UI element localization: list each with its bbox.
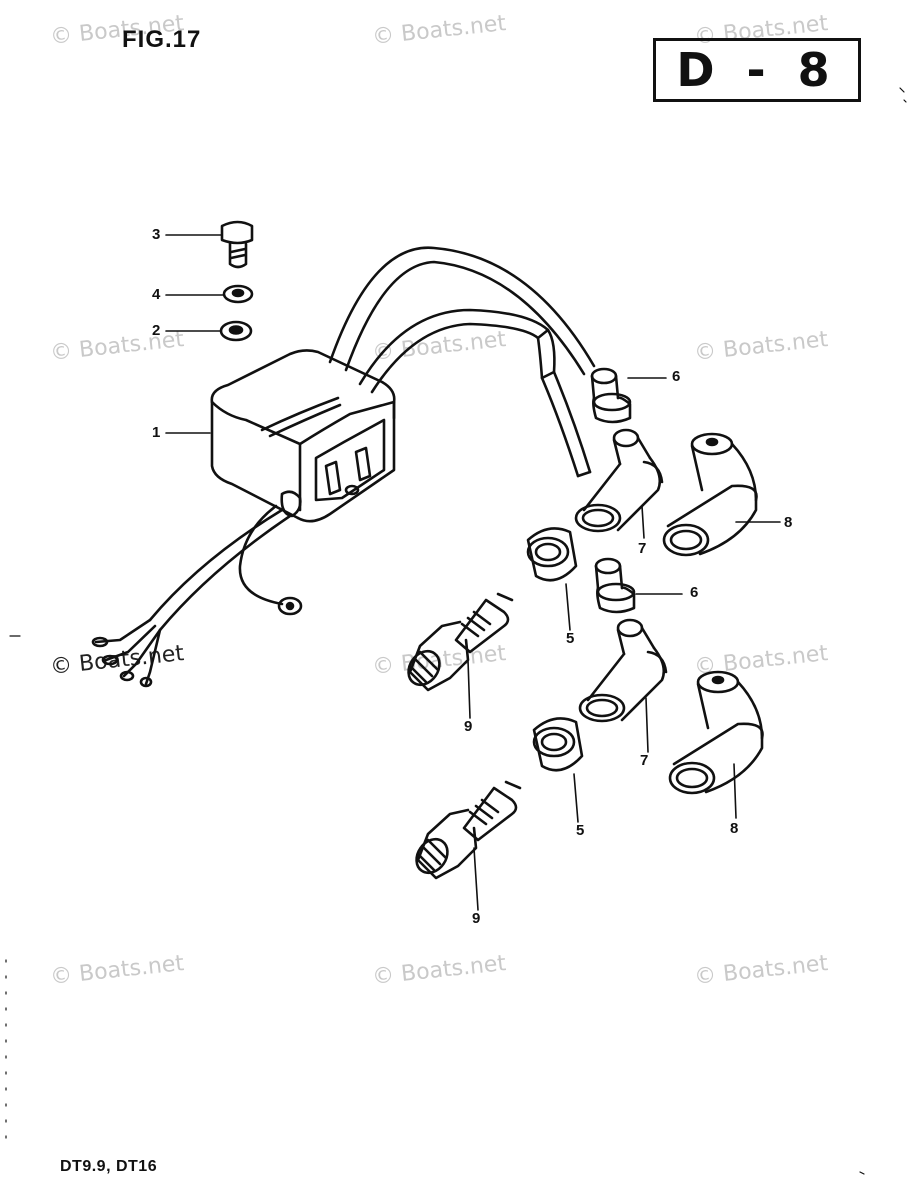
callout-5-lower: 5: [576, 822, 585, 839]
callout-9-upper: 9: [464, 718, 473, 735]
cap-part-6-upper: [590, 367, 632, 424]
callout-4: 4: [152, 286, 161, 303]
leader-lines: [165, 234, 781, 911]
spark-plug-part-9-lower: [415, 780, 522, 880]
callout-3: 3: [152, 226, 161, 243]
callout-7-lower: 7: [640, 752, 649, 769]
cap-part-6-lower: [594, 557, 636, 614]
callout-8-lower: 8: [730, 820, 739, 837]
boot-part-8-upper: [662, 432, 758, 557]
bolt-part-3: [220, 220, 254, 269]
figure-title: FIG.17: [122, 26, 202, 53]
callout-6-lower: 6: [690, 584, 699, 601]
applicable-models: DT9.9, DT16: [60, 1158, 158, 1175]
callout-7-upper: 7: [638, 540, 647, 557]
callout-6-upper: 6: [672, 368, 681, 385]
boot-part-8-lower: [668, 670, 764, 795]
scan-edge-marks: [5, 87, 907, 1175]
ring-part-5-upper: [526, 527, 578, 582]
callout-2: 2: [152, 322, 161, 339]
spark-plug-part-9-upper: [407, 592, 514, 692]
callout-9-lower: 9: [472, 910, 481, 927]
callout-8-upper: 8: [784, 514, 793, 531]
cdi-lead-wires: [91, 490, 303, 688]
section-code: D - 8: [676, 43, 838, 97]
plug-cap-part-7-lower: [578, 618, 668, 723]
ring-part-5-lower: [532, 717, 584, 772]
callout-5-upper: 5: [566, 630, 575, 647]
section-code-box: D - 8: [653, 38, 861, 102]
callout-1: 1: [152, 424, 161, 441]
washer-part-4: [222, 284, 254, 304]
plug-cap-part-7-upper: [574, 428, 664, 533]
nut-part-2: [219, 320, 253, 342]
high-tension-cords: [328, 246, 596, 478]
cdi-unit-part-1: [210, 349, 396, 523]
